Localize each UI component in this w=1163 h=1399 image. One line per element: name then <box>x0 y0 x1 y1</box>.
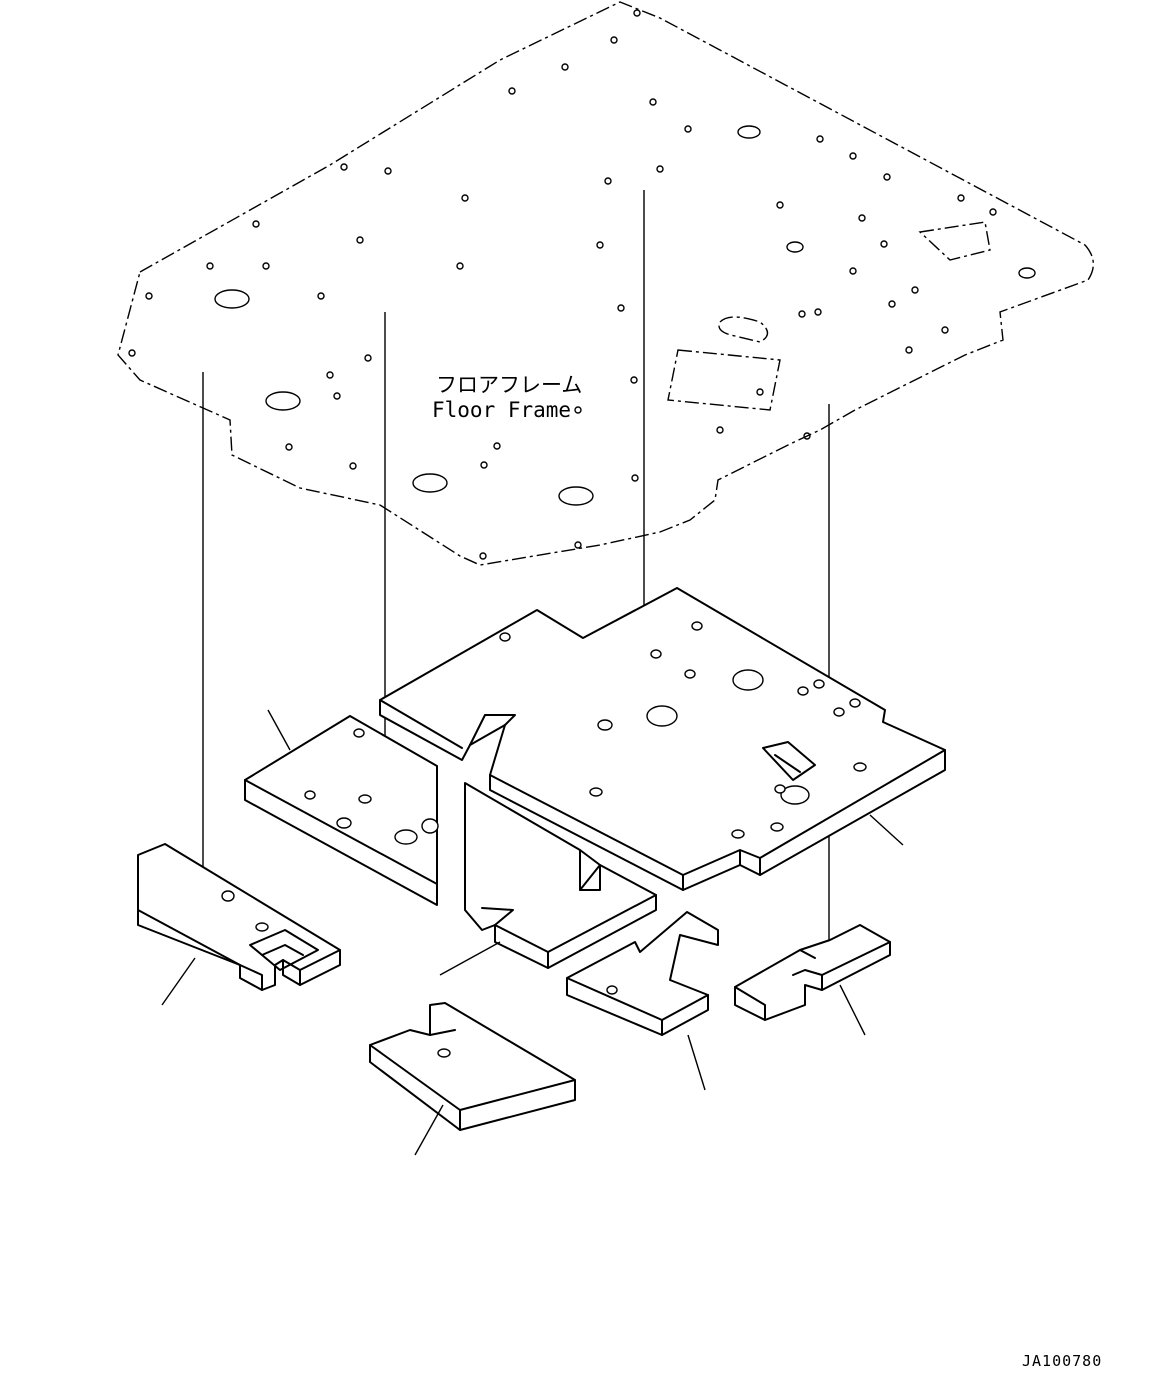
left-floor-mat <box>244 715 439 906</box>
floor-frame <box>117 1 1094 566</box>
floor-frame-label-en: Floor Frame <box>432 398 571 422</box>
right-small-pad <box>734 924 891 1021</box>
main-floor-mat <box>379 587 946 891</box>
bottom-pad <box>369 1002 576 1131</box>
left-small-pad <box>137 843 341 991</box>
floor-frame-label-jp: フロアフレーム <box>436 373 582 397</box>
drawing-code: JA100780 <box>1022 1352 1102 1370</box>
right-center-pad <box>566 911 719 1036</box>
center-floor-mat <box>464 782 657 969</box>
reference-leaders <box>161 709 904 1156</box>
